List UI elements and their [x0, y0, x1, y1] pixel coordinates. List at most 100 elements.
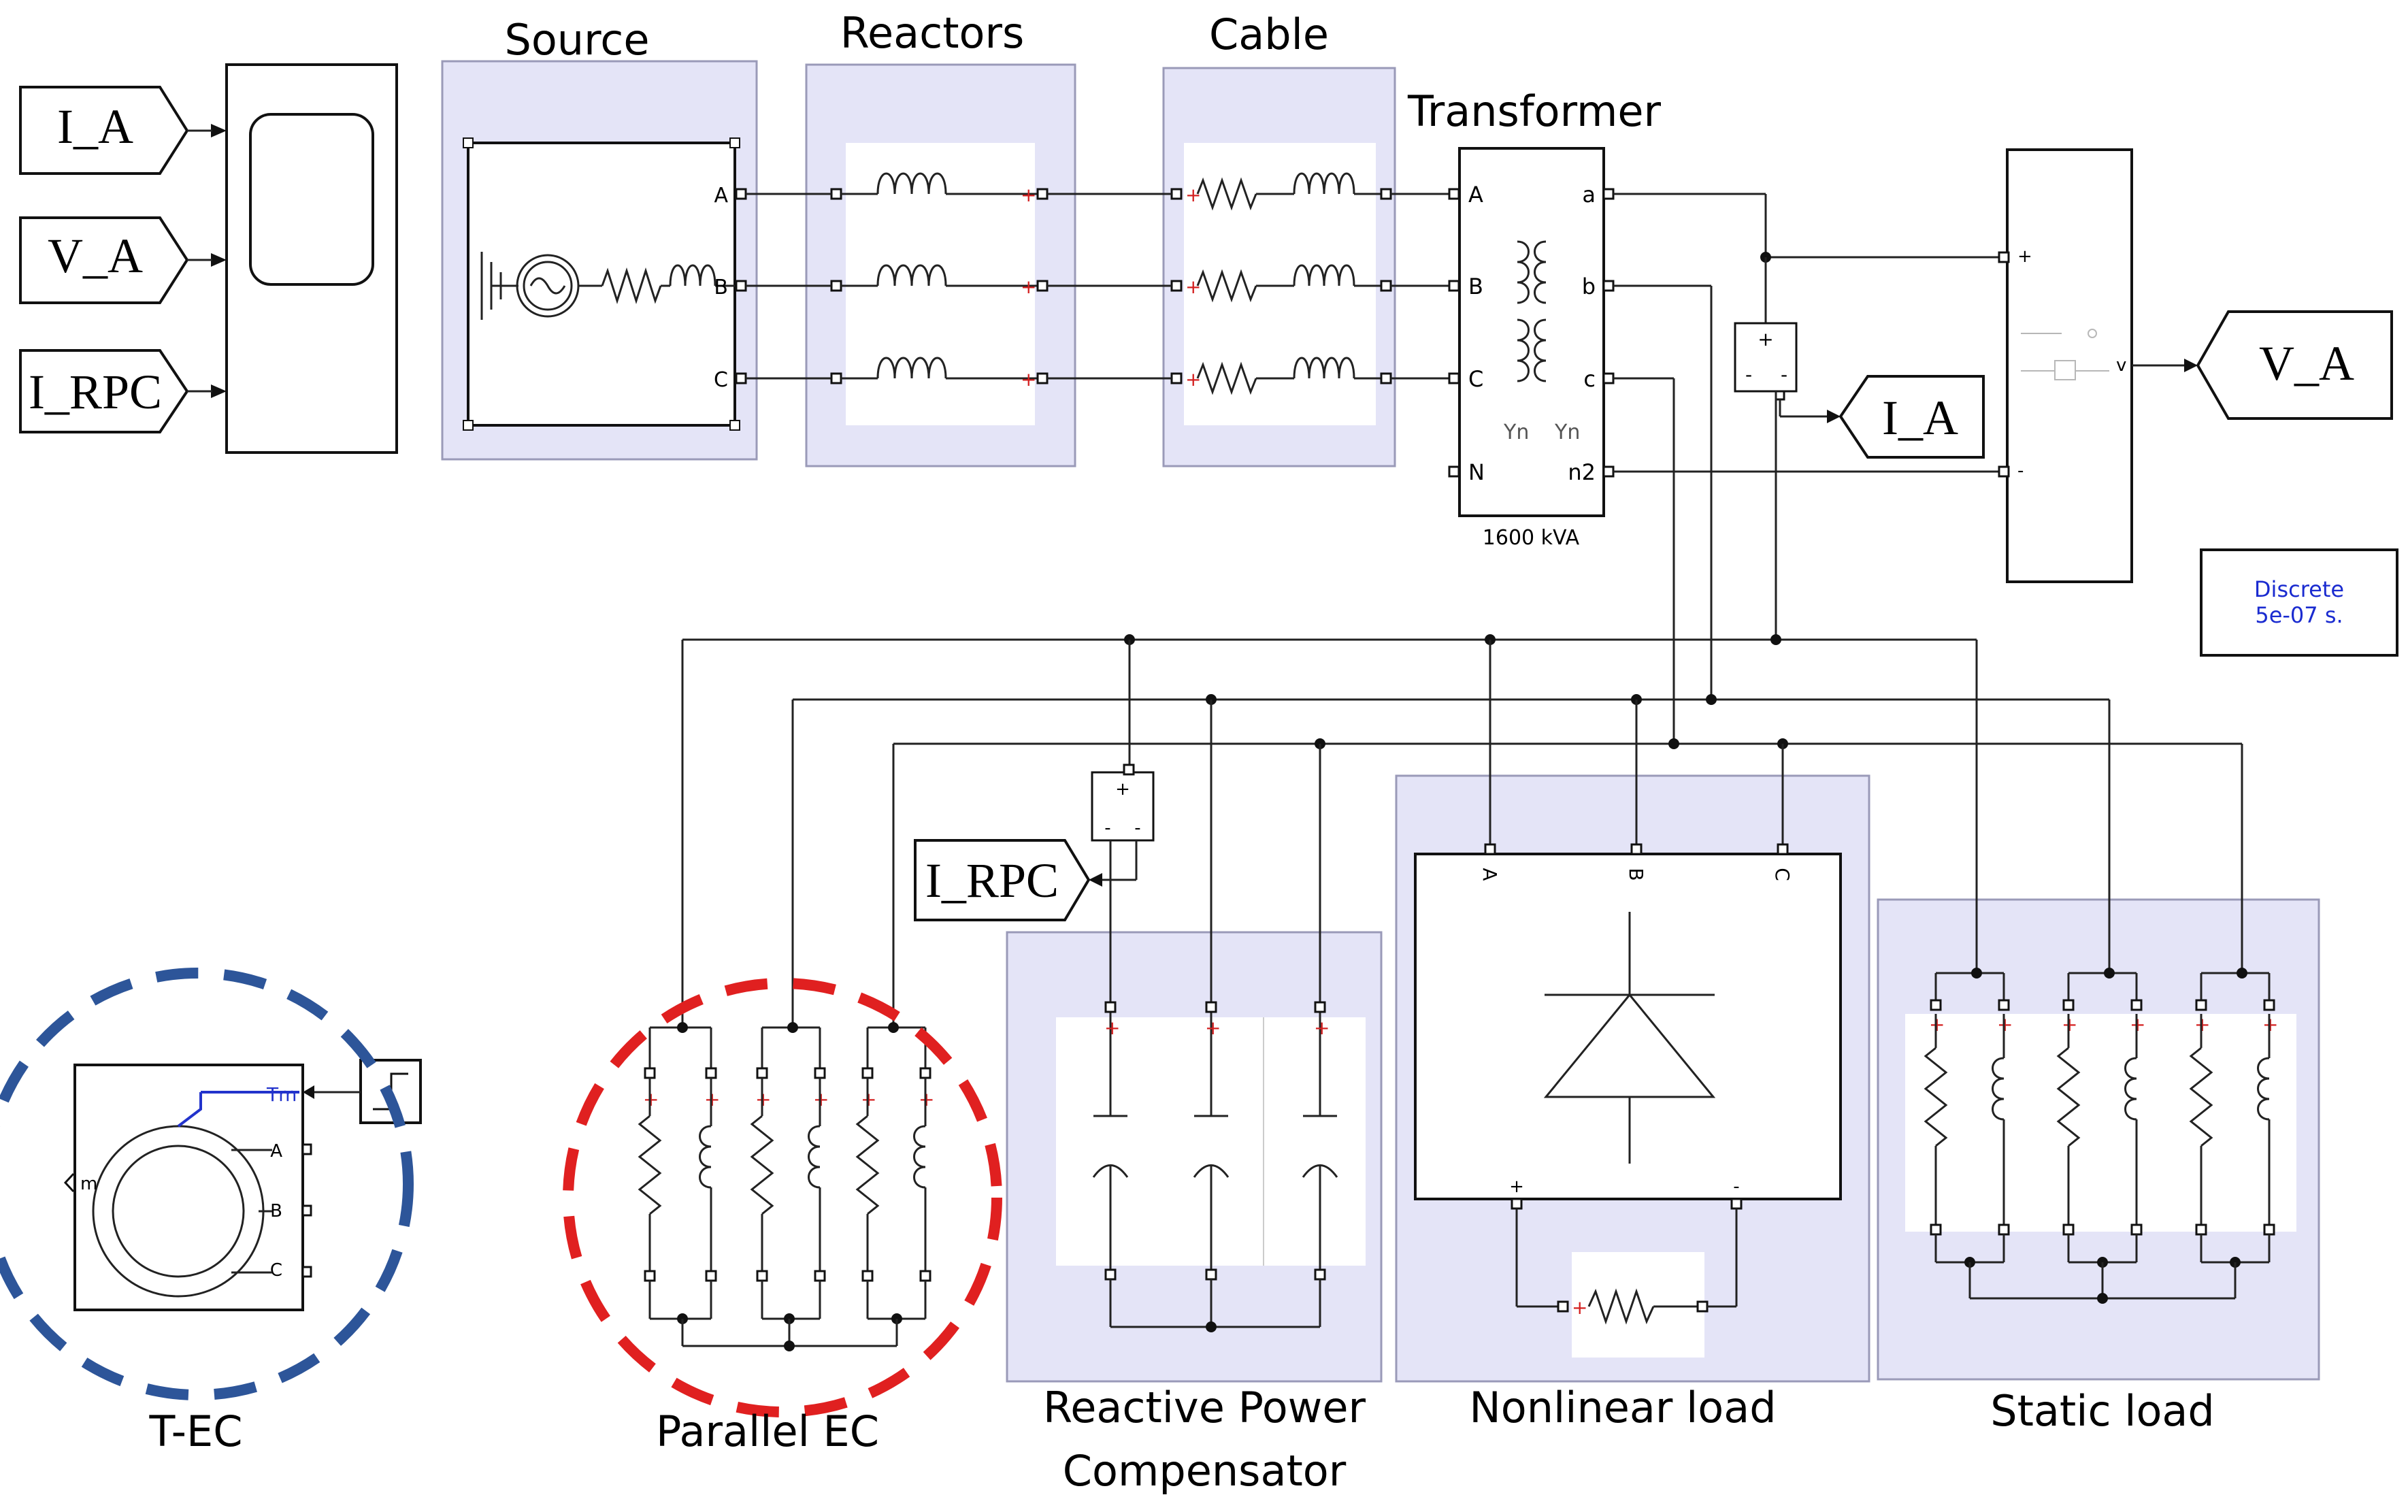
reactor-phase-b[interactable]: + [830, 264, 1049, 298]
svg-text:c: c [1583, 366, 1596, 392]
diode-rectifier-block[interactable]: A B C + - [1414, 843, 1842, 1210]
svg-text:+: + [1509, 1177, 1524, 1197]
svg-text:m: m [80, 1174, 97, 1194]
parallel-ec-phase-c[interactable]: + + [855, 1022, 934, 1320]
svg-text:I_A: I_A [1882, 391, 1958, 445]
svg-text:B: B [714, 276, 728, 299]
scope-block[interactable] [211, 63, 398, 454]
from-tag-v-a[interactable]: V_A [19, 216, 212, 304]
svg-text:+: + [1021, 184, 1036, 206]
transformer-rating: 1600 kVA [1483, 526, 1580, 550]
svg-text:+: + [2017, 246, 2032, 267]
svg-text:b: b [1582, 274, 1596, 299]
cable-phase-b[interactable]: + [1170, 264, 1392, 303]
svg-text:-: - [2017, 461, 2024, 481]
svg-text:+: + [1205, 1017, 1221, 1039]
svg-text:+: + [2130, 1013, 2145, 1036]
svg-text:+: + [2062, 1013, 2077, 1036]
svg-text:+: + [1929, 1013, 1945, 1036]
reactor-phase-a[interactable]: + [830, 172, 1049, 206]
current-measurement-rpc[interactable]: + - - [1091, 763, 1155, 842]
nonlinear-load-label: Nonlinear load [1469, 1383, 1776, 1432]
svg-text:+: + [1997, 1013, 2013, 1036]
static-load-phase-a[interactable]: + + [1924, 968, 2013, 1264]
svg-text:+: + [1021, 276, 1036, 298]
svg-text:+: + [1758, 328, 1773, 350]
svg-text:I_A: I_A [57, 99, 133, 154]
parallel-ec-phase-a[interactable]: + + [638, 1022, 720, 1320]
static-load-phase-c[interactable]: + + [2189, 968, 2278, 1264]
svg-text:+: + [704, 1088, 720, 1111]
svg-text:I_RPC: I_RPC [29, 365, 162, 419]
induction-machine-block[interactable]: Tm A B C m [63, 1064, 312, 1311]
cable-phase-a[interactable]: + [1170, 172, 1392, 211]
svg-text:v: v [2116, 355, 2126, 376]
svg-text:-: - [1104, 818, 1110, 838]
svg-text:A: A [270, 1141, 282, 1162]
svg-text:C: C [1771, 868, 1794, 881]
parallel-ec-label: Parallel EC [656, 1407, 879, 1456]
rpc-capacitor-a[interactable]: + [1092, 1001, 1129, 1281]
svg-text:A: A [714, 184, 728, 208]
from-tag-i-a[interactable]: I_A [19, 86, 212, 175]
source-label: Source [505, 15, 650, 65]
svg-text:B: B [1625, 868, 1647, 881]
voltage-measurement-block[interactable]: + - v [1998, 148, 2133, 583]
svg-text:V_A: V_A [2259, 336, 2354, 391]
rpc-capacitor-c[interactable]: + [1302, 744, 1338, 1281]
t-ec-highlight-circle [0, 968, 414, 1400]
from-tag-i-rpc[interactable]: I_RPC [19, 349, 212, 433]
svg-text:+: + [1185, 276, 1201, 298]
svg-text:B: B [1468, 274, 1483, 299]
current-measurement-phase-a[interactable]: + - - [1734, 322, 1798, 401]
static-load-phase-b[interactable]: + + [2056, 968, 2145, 1264]
goto-tag-meter-i-a[interactable]: I_A [1838, 375, 1985, 459]
goto-tag-rpc-i-rpc[interactable]: I_RPC [914, 839, 1091, 921]
static-load-label: Static load [1990, 1386, 2215, 1436]
svg-text:+: + [643, 1088, 659, 1111]
cable-phase-c[interactable]: + [1170, 357, 1392, 395]
three-phase-source[interactable]: A B C [463, 137, 747, 431]
svg-text:+: + [1185, 368, 1201, 391]
svg-text:+: + [1572, 1296, 1587, 1319]
rpc-label-line2: Compensator [1063, 1446, 1347, 1496]
svg-text:+: + [2262, 1013, 2278, 1036]
rpc-label-line1: Reactive Power [1043, 1383, 1366, 1432]
svg-text:+: + [861, 1088, 876, 1111]
svg-text:+: + [1115, 779, 1130, 800]
svg-text:+: + [1021, 368, 1036, 391]
svg-text:A: A [1479, 868, 1501, 881]
svg-text:Yn: Yn [1503, 421, 1529, 444]
svg-text:+: + [1185, 184, 1201, 206]
svg-text:Yn: Yn [1554, 421, 1580, 444]
svg-text:C: C [270, 1260, 282, 1281]
powergui-block[interactable]: Discrete 5e-07 s. [2200, 548, 2398, 657]
reactor-phase-c[interactable]: + [830, 357, 1049, 391]
svg-text:-: - [1781, 363, 1787, 386]
svg-text:a: a [1582, 182, 1596, 208]
svg-text:-: - [1745, 363, 1752, 386]
svg-text:N: N [1468, 459, 1485, 485]
reactors-label: Reactors [840, 8, 1025, 58]
svg-text:A: A [1468, 182, 1483, 208]
svg-text:+: + [919, 1088, 934, 1111]
t-ec-label: T-EC [148, 1407, 242, 1456]
parallel-ec-highlight-circle [563, 978, 1002, 1417]
svg-text:C: C [714, 368, 728, 392]
svg-text:-: - [1134, 818, 1140, 838]
transformer-block[interactable]: A B C N a b c n2 Yn Yn [1448, 147, 1615, 517]
svg-text:Discrete: Discrete [2254, 576, 2344, 602]
parallel-ec-phase-b[interactable]: + + [750, 1022, 829, 1320]
svg-text:Tm: Tm [266, 1083, 297, 1106]
svg-text:+: + [813, 1088, 829, 1111]
svg-text:+: + [1104, 1017, 1120, 1039]
dc-load-resistor[interactable]: + [1517, 1288, 1736, 1325]
svg-text:+: + [1314, 1017, 1330, 1039]
goto-tag-meter-v-a[interactable]: V_A [2196, 310, 2393, 420]
svg-text:-: - [1733, 1177, 1739, 1197]
svg-text:+: + [755, 1088, 771, 1111]
svg-text:V_A: V_A [48, 229, 143, 283]
transformer-label: Transformer [1407, 86, 1662, 136]
step-input-block[interactable] [303, 1059, 422, 1124]
